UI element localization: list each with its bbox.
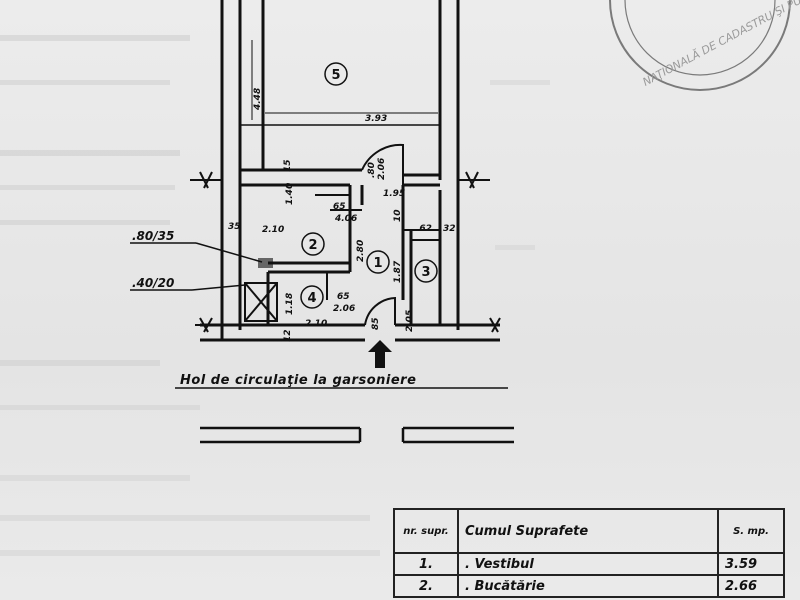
dim-206b: 2.06 bbox=[333, 304, 355, 314]
dim-80: .80 bbox=[367, 162, 377, 178]
cell-name: . Vestibul bbox=[457, 552, 719, 576]
room-2-number: 2 bbox=[308, 238, 317, 253]
dim-12: 12 bbox=[283, 329, 293, 342]
dim-32: 32 bbox=[443, 224, 456, 234]
dim-140: 1.40 bbox=[285, 183, 295, 205]
cadastre-stamp: NAŢIONALĂ DE CADASTRU ŞI PUBLICITATE bbox=[609, 0, 800, 91]
dimension-labels: 4.48 3.93 .80 2.06 1.40 15 1.95 65 4.06 … bbox=[228, 88, 456, 342]
room-4-number: 4 bbox=[307, 291, 316, 306]
table-row: 2. . Bucătărie 2.66 bbox=[393, 574, 785, 598]
dim-393: 3.93 bbox=[365, 114, 387, 124]
room-2-circle bbox=[301, 232, 325, 256]
room-labels: 5 1 2 3 4 bbox=[300, 62, 438, 309]
cell-area: 2.66 bbox=[717, 574, 785, 598]
dim-85: 85 bbox=[371, 317, 381, 330]
dim-62: .62 bbox=[416, 224, 432, 234]
dim-406: 4.06 bbox=[334, 214, 357, 224]
cell-area: 3.59 bbox=[717, 552, 785, 576]
dim-280: 2.80 bbox=[356, 240, 366, 262]
dimension-lines bbox=[251, 40, 438, 120]
sanitary-fixture bbox=[244, 258, 278, 322]
dim-65a: 65 bbox=[333, 202, 346, 212]
room-3-circle bbox=[414, 259, 438, 283]
callout-80-35: .80/35 bbox=[132, 229, 174, 243]
col-header-name: Cumul Suprafete bbox=[457, 508, 719, 554]
col-header-area: S. mp. bbox=[717, 508, 785, 554]
dim-118: 1.18 bbox=[285, 293, 295, 315]
room-1-number: 1 bbox=[373, 256, 382, 271]
callout-40-20: .40/20 bbox=[132, 276, 174, 290]
dim-65b: 65 bbox=[337, 292, 350, 302]
cell-name: . Bucătărie bbox=[457, 574, 719, 598]
dim-35: 35 bbox=[228, 222, 241, 232]
dim-195: 1.95 bbox=[383, 189, 405, 199]
faint-background-text bbox=[0, 35, 550, 556]
dim-206a: 2.06 bbox=[377, 158, 387, 180]
door-arcs bbox=[361, 143, 404, 326]
room-5-circle bbox=[324, 62, 348, 86]
dim-210b: 2.10 bbox=[305, 319, 327, 329]
room-3-number: 3 bbox=[421, 265, 430, 280]
wall-break-marks bbox=[190, 171, 501, 333]
col-header-nr: nr. supr. bbox=[393, 508, 459, 554]
table-row: 1. . Vestibul 3.59 bbox=[393, 552, 785, 576]
dim-187: 1.87 bbox=[393, 260, 403, 283]
corridor-walls bbox=[200, 426, 514, 444]
room-1-circle bbox=[366, 250, 390, 274]
cell-nr: 2. bbox=[393, 574, 459, 598]
cell-nr: 1. bbox=[393, 552, 459, 576]
room-4-circle bbox=[300, 285, 324, 309]
dim-448: 4.48 bbox=[253, 88, 263, 111]
stamp-text: NAŢIONALĂ DE CADASTRU ŞI PUBLICITATE bbox=[641, 0, 800, 89]
corridor-caption: Hol de circulaţie la garsoniere bbox=[180, 373, 416, 388]
room-5-number: 5 bbox=[331, 68, 340, 83]
dim-205: 2.05 bbox=[405, 310, 415, 332]
dim-15: 15 bbox=[283, 159, 293, 172]
dim-210a: 2.10 bbox=[262, 225, 284, 235]
walls bbox=[200, 0, 500, 342]
callout-leaders bbox=[130, 242, 263, 291]
area-summary-table: nr. supr. Cumul Suprafete S. mp. 1. . Ve… bbox=[393, 508, 785, 598]
entrance-arrow-icon bbox=[368, 340, 392, 368]
dim-10: 10 bbox=[393, 209, 403, 222]
